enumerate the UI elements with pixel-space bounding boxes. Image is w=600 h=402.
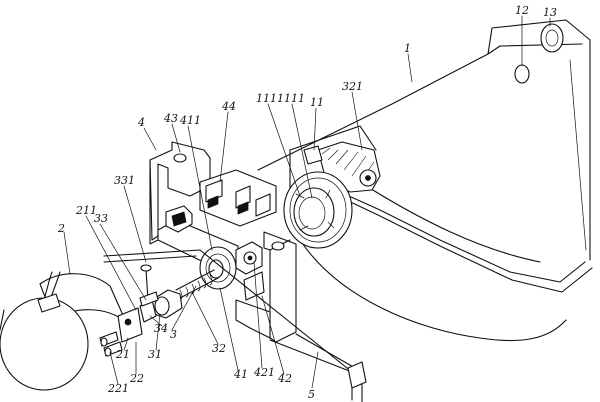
label-32: 32 (212, 342, 226, 355)
label-12: 12 (515, 4, 529, 17)
label-5: 5 (308, 388, 315, 401)
label-4: 4 (137, 116, 145, 129)
label-331: 331 (114, 174, 135, 187)
label-411: 411 (179, 114, 201, 127)
trough-housing (257, 19, 593, 342)
motor-2 (0, 271, 143, 391)
hole-12 (514, 64, 530, 84)
label-221: 221 (107, 382, 129, 395)
label-43: 43 (163, 112, 178, 125)
label-321: 321 (342, 80, 363, 93)
label-1111: 1111 (256, 92, 284, 105)
leader-lines (63, 15, 551, 389)
label-41: 41 (233, 368, 248, 381)
ring-assembly (283, 171, 353, 249)
reference-numerals: 1 12 13 321 1111 111 11 4 43 411 44 331 … (57, 4, 557, 401)
label-11: 11 (310, 96, 324, 109)
label-211: 211 (75, 204, 97, 217)
label-111: 111 (284, 92, 305, 105)
bracket-4 (149, 141, 297, 343)
shaft-assembly-3 (139, 264, 219, 323)
label-3: 3 (170, 328, 177, 341)
label-13: 13 (543, 6, 557, 19)
label-21: 21 (115, 348, 130, 361)
label-33: 33 (94, 212, 108, 225)
label-1: 1 (404, 42, 411, 55)
label-2: 2 (57, 222, 65, 235)
label-31: 31 (148, 348, 162, 361)
label-42: 42 (277, 372, 292, 385)
label-22: 22 (129, 372, 144, 385)
label-44: 44 (221, 100, 236, 113)
label-421: 421 (253, 366, 275, 379)
label-34: 34 (154, 322, 168, 335)
boss-13 (540, 23, 564, 53)
base-plate-5 (103, 249, 367, 402)
